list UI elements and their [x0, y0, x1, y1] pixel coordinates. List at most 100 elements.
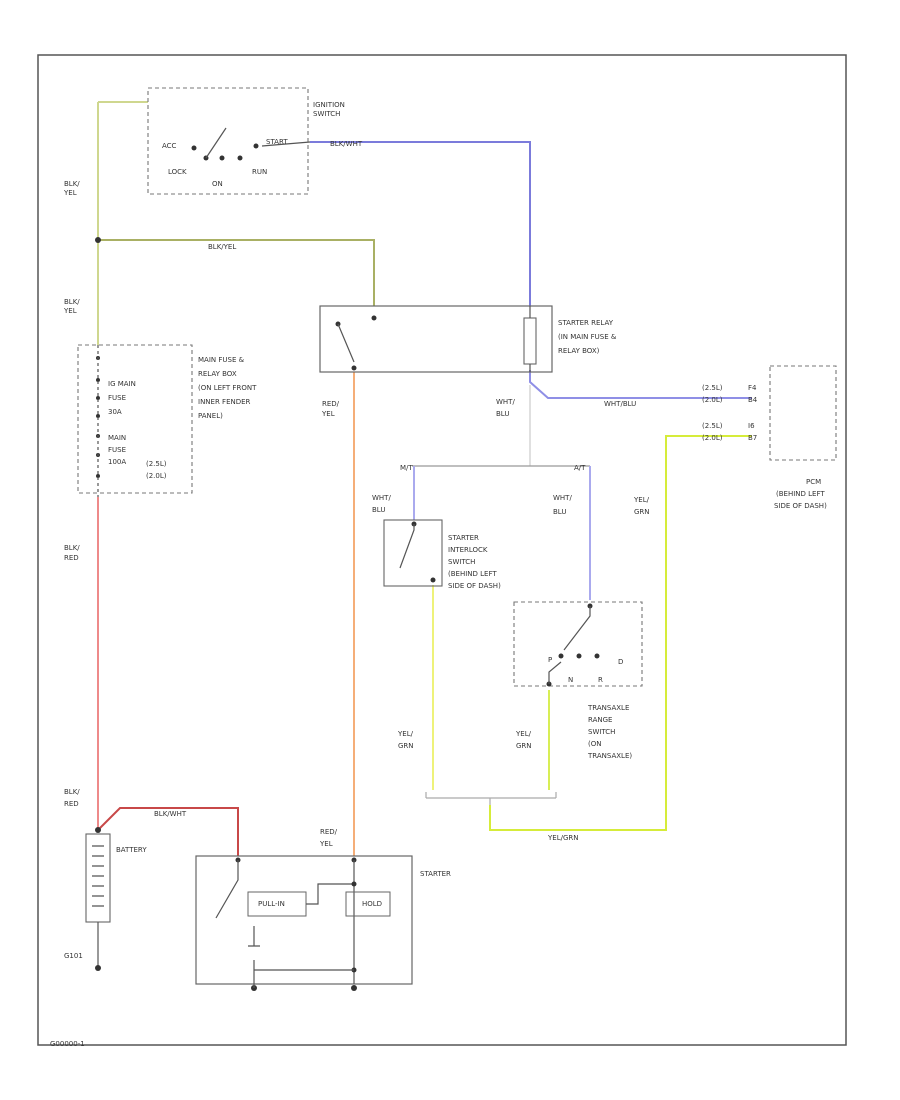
fuse-item-100a: 100A — [108, 458, 126, 466]
label-blk-yel-mid-2: YEL — [63, 307, 77, 315]
wire-yel-grn-pcm — [489, 435, 752, 831]
label-blk-yel-top-1: BLK/ — [64, 180, 80, 188]
wire-blk-yel-relay — [98, 239, 375, 306]
pcm-desc-3: SIDE OF DASH) — [774, 502, 827, 510]
fuse-code-1: (2.5L) — [146, 460, 167, 468]
starter-internals — [215, 857, 391, 991]
label-yel-grn-right-1: YEL/ — [515, 730, 532, 738]
starter-relay-box — [319, 305, 553, 373]
pcm-code-top-1: (2.5L) — [702, 384, 723, 392]
ignition-switch-title-1: IGNITION — [313, 101, 345, 109]
label-blk-wht-top: BLK/WHT — [330, 140, 363, 148]
starter-relay-desc-2: (IN MAIN FUSE & — [558, 333, 617, 341]
label-at: A/T — [574, 464, 586, 472]
fuse-box-desc-3: (ON LEFT FRONT — [198, 384, 257, 392]
pcm-desc-1: PCM — [806, 478, 821, 486]
interlock-desc-3: SWITCH — [448, 558, 475, 566]
interlock-desc-5: SIDE OF DASH) — [448, 582, 501, 590]
trans-pos-r: R — [598, 676, 603, 684]
label-wht-blu-h: WHT/BLU — [604, 400, 636, 408]
interlock-switch-contacts — [399, 521, 436, 583]
pcm-desc-2: (BEHIND LEFT — [776, 490, 825, 498]
trans-desc-5: TRANSAXLE) — [587, 752, 632, 760]
label-acc: ACC — [162, 142, 177, 150]
label-red-yel-starter-2: YEL — [319, 840, 333, 848]
label-blk-wht-batt: BLK/WHT — [154, 810, 187, 818]
label-run: RUN — [252, 168, 267, 176]
label-lock: LOCK — [168, 168, 187, 176]
label-wht-blu-left-2: BLU — [372, 506, 385, 514]
label-blk-red-1: BLK/ — [64, 544, 80, 552]
label-wht-blu-relay-1: WHT/ — [496, 398, 515, 406]
splice-blk-yel — [95, 237, 101, 243]
ignition-switch-box — [147, 87, 309, 195]
wire-blu-pcm — [529, 370, 752, 399]
pcm-code-bot-1: (2.5L) — [702, 422, 723, 430]
pcm-code-top-2: (2.0L) — [702, 396, 723, 404]
wire-blu-start — [310, 141, 531, 306]
label-blk-yel-mid-1: BLK/ — [64, 298, 80, 306]
diagram-frame — [37, 54, 847, 1046]
ignition-switch-contacts — [191, 127, 311, 161]
fuse-item-main: MAIN — [108, 434, 126, 442]
label-battery: BATTERY — [116, 846, 147, 854]
wire-blk-wht-batt — [97, 807, 239, 856]
fuse-box-desc-4: INNER FENDER — [198, 398, 251, 406]
interlock-switch-box — [383, 519, 443, 587]
interlock-desc-1: STARTER — [448, 534, 479, 542]
label-red-yel-1: RED/ — [322, 400, 340, 408]
label-on: ON — [212, 180, 223, 188]
trans-desc-4: (ON — [588, 740, 601, 748]
fuse-box-desc-1: MAIN FUSE & — [198, 356, 245, 364]
label-starter: STARTER — [420, 870, 451, 878]
trans-desc-2: RANGE — [588, 716, 612, 724]
starter-relay-desc-1: STARTER RELAY — [558, 319, 614, 327]
label-red-yel-2: YEL — [321, 410, 335, 418]
label-yel-grn-left-1: YEL/ — [397, 730, 414, 738]
trans-pos-p: P — [548, 656, 552, 664]
ground-g101 — [95, 965, 101, 971]
label-g101: G101 — [64, 952, 83, 960]
label-wht-blu-relay-2: BLU — [496, 410, 509, 418]
label-yel-grn-left-2: GRN — [398, 742, 414, 750]
trans-pos-d: D — [618, 658, 623, 666]
fuse-box-desc-2: RELAY BOX — [198, 370, 237, 378]
starter-box — [195, 855, 413, 985]
label-yel-grn-pcm-1: YEL/ — [633, 496, 650, 504]
fuse-box — [77, 344, 193, 494]
fuse-item-ig-main: IG MAIN — [108, 380, 136, 388]
label-yel-grn-bottom: YEL/GRN — [547, 834, 578, 842]
label-blk-yel-top-2: YEL — [63, 189, 77, 197]
label-pull-in: PULL-IN — [258, 900, 285, 908]
label-mt: M/T — [400, 464, 413, 472]
battery-symbol — [85, 833, 111, 966]
diagram-code: G00000-1 — [50, 1040, 85, 1048]
label-blk-yel-h: BLK/YEL — [208, 243, 236, 251]
fuse-box-contacts — [96, 345, 100, 497]
fuse-code-2: (2.0L) — [146, 472, 167, 480]
starter-relay-desc-3: RELAY BOX) — [558, 347, 600, 355]
trans-desc-1: TRANSAXLE — [587, 704, 629, 712]
label-start: START — [266, 138, 288, 146]
fuse-item-fuse-2: FUSE — [108, 446, 126, 454]
label-hold: HOLD — [362, 900, 382, 908]
pcm-pin-top-2: B4 — [748, 396, 758, 404]
battery-positive-terminal — [95, 827, 101, 833]
ignition-switch-title-2: SWITCH — [313, 110, 340, 118]
label-red-yel-starter-1: RED/ — [320, 828, 338, 836]
label-wht-blu-left-1: WHT/ — [372, 494, 391, 502]
pcm-box — [769, 365, 837, 461]
wire-yel-grn-join — [425, 792, 557, 805]
pcm-pin-bot-1: I6 — [748, 422, 755, 430]
pcm-code-bot-2: (2.0L) — [702, 434, 723, 442]
trans-range-switch-box — [513, 601, 643, 687]
fuse-item-fuse-1: FUSE — [108, 394, 126, 402]
pcm-pin-top-1: F4 — [748, 384, 757, 392]
label-blk-red-lower-2: RED — [64, 800, 79, 808]
trans-pos-n: N — [568, 676, 573, 684]
label-yel-grn-right-2: GRN — [516, 742, 532, 750]
label-blk-red-lower-1: BLK/ — [64, 788, 80, 796]
label-wht-blu-right-1: WHT/ — [553, 494, 572, 502]
interlock-desc-2: INTERLOCK — [448, 546, 488, 554]
